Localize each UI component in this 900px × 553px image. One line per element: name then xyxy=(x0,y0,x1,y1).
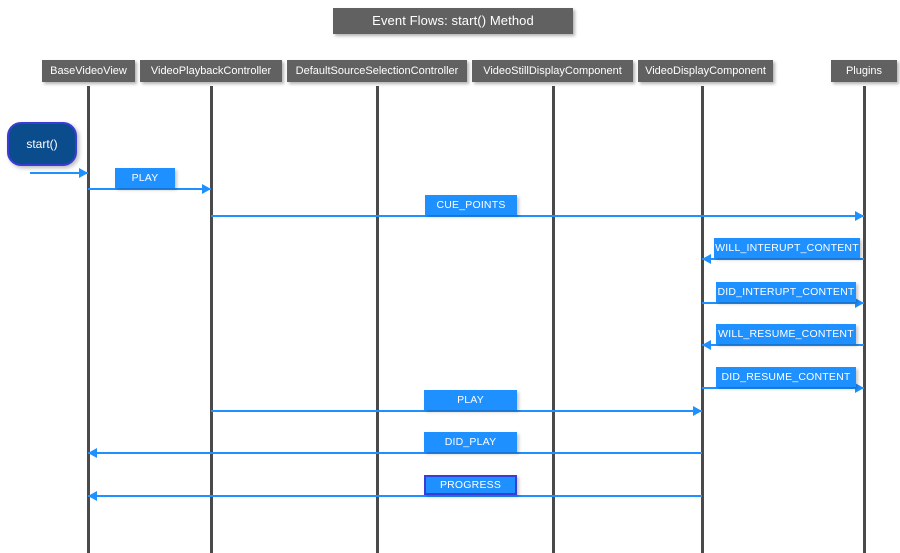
message-line-start()[interactable] xyxy=(30,172,88,174)
message-arrowhead-start() xyxy=(79,168,88,178)
message-line-CUE_POINTS[interactable] xyxy=(211,215,864,217)
start-node[interactable]: start() xyxy=(7,122,77,166)
message-label-CUE_POINTS[interactable]: CUE_POINTS xyxy=(425,195,517,215)
message-arrowhead-WILL_RESUME_CONTENT xyxy=(702,340,711,350)
message-label-WILL_RESUME_CONTENT[interactable]: WILL_RESUME_CONTENT xyxy=(716,324,856,344)
message-line-DID_RESUME_CONTENT[interactable] xyxy=(702,387,864,389)
message-arrowhead-PLAY xyxy=(202,184,211,194)
message-line-PROGRESS[interactable] xyxy=(88,495,702,497)
lifeline-VideoStillDisplayComponent xyxy=(552,86,555,553)
lifeline-header-VideoStillDisplayComponent[interactable]: VideoStillDisplayComponent xyxy=(472,60,633,82)
lifeline-VideoDisplayComponent xyxy=(701,86,704,553)
lifeline-header-BaseVideoView[interactable]: BaseVideoView xyxy=(42,60,135,82)
lifeline-DefaultSourceSelectionController xyxy=(376,86,379,553)
message-line-DID_INTERUPT_CONTENT[interactable] xyxy=(702,302,864,304)
message-label-PLAY[interactable]: PLAY xyxy=(115,168,175,188)
lifeline-header-Plugins[interactable]: Plugins xyxy=(831,60,897,82)
message-label-DID_INTERUPT_CONTENT[interactable]: DID_INTERUPT_CONTENT xyxy=(716,282,856,302)
lifeline-VideoPlaybackController xyxy=(210,86,213,553)
lifeline-header-VideoPlaybackController[interactable]: VideoPlaybackController xyxy=(140,60,282,82)
message-arrowhead-PLAY xyxy=(693,406,702,416)
lifeline-header-DefaultSourceSelectionController[interactable]: DefaultSourceSelectionController xyxy=(287,60,467,82)
message-arrowhead-DID_PLAY xyxy=(88,448,97,458)
message-line-WILL_INTERUPT_CONTENT[interactable] xyxy=(702,258,864,260)
message-label-WILL_INTERUPT_CONTENT[interactable]: WILL_INTERUPT_CONTENT xyxy=(714,238,860,258)
lifeline-header-VideoDisplayComponent[interactable]: VideoDisplayComponent xyxy=(638,60,773,82)
lifeline-BaseVideoView xyxy=(87,86,90,553)
message-label-DID_RESUME_CONTENT[interactable]: DID_RESUME_CONTENT xyxy=(716,367,856,387)
message-label-PROGRESS[interactable]: PROGRESS xyxy=(424,475,517,495)
message-line-PLAY[interactable] xyxy=(88,188,211,190)
message-arrowhead-DID_INTERUPT_CONTENT xyxy=(855,298,864,308)
message-label-DID_PLAY[interactable]: DID_PLAY xyxy=(424,432,517,452)
message-line-DID_PLAY[interactable] xyxy=(88,452,702,454)
message-label-PLAY[interactable]: PLAY xyxy=(424,390,517,410)
message-line-PLAY[interactable] xyxy=(211,410,702,412)
lifeline-Plugins xyxy=(863,86,866,553)
message-line-WILL_RESUME_CONTENT[interactable] xyxy=(702,344,864,346)
message-arrowhead-PROGRESS xyxy=(88,491,97,501)
message-arrowhead-CUE_POINTS xyxy=(855,211,864,221)
message-arrowhead-WILL_INTERUPT_CONTENT xyxy=(702,254,711,264)
message-arrowhead-DID_RESUME_CONTENT xyxy=(855,383,864,393)
diagram-title: Event Flows: start() Method xyxy=(333,8,573,34)
